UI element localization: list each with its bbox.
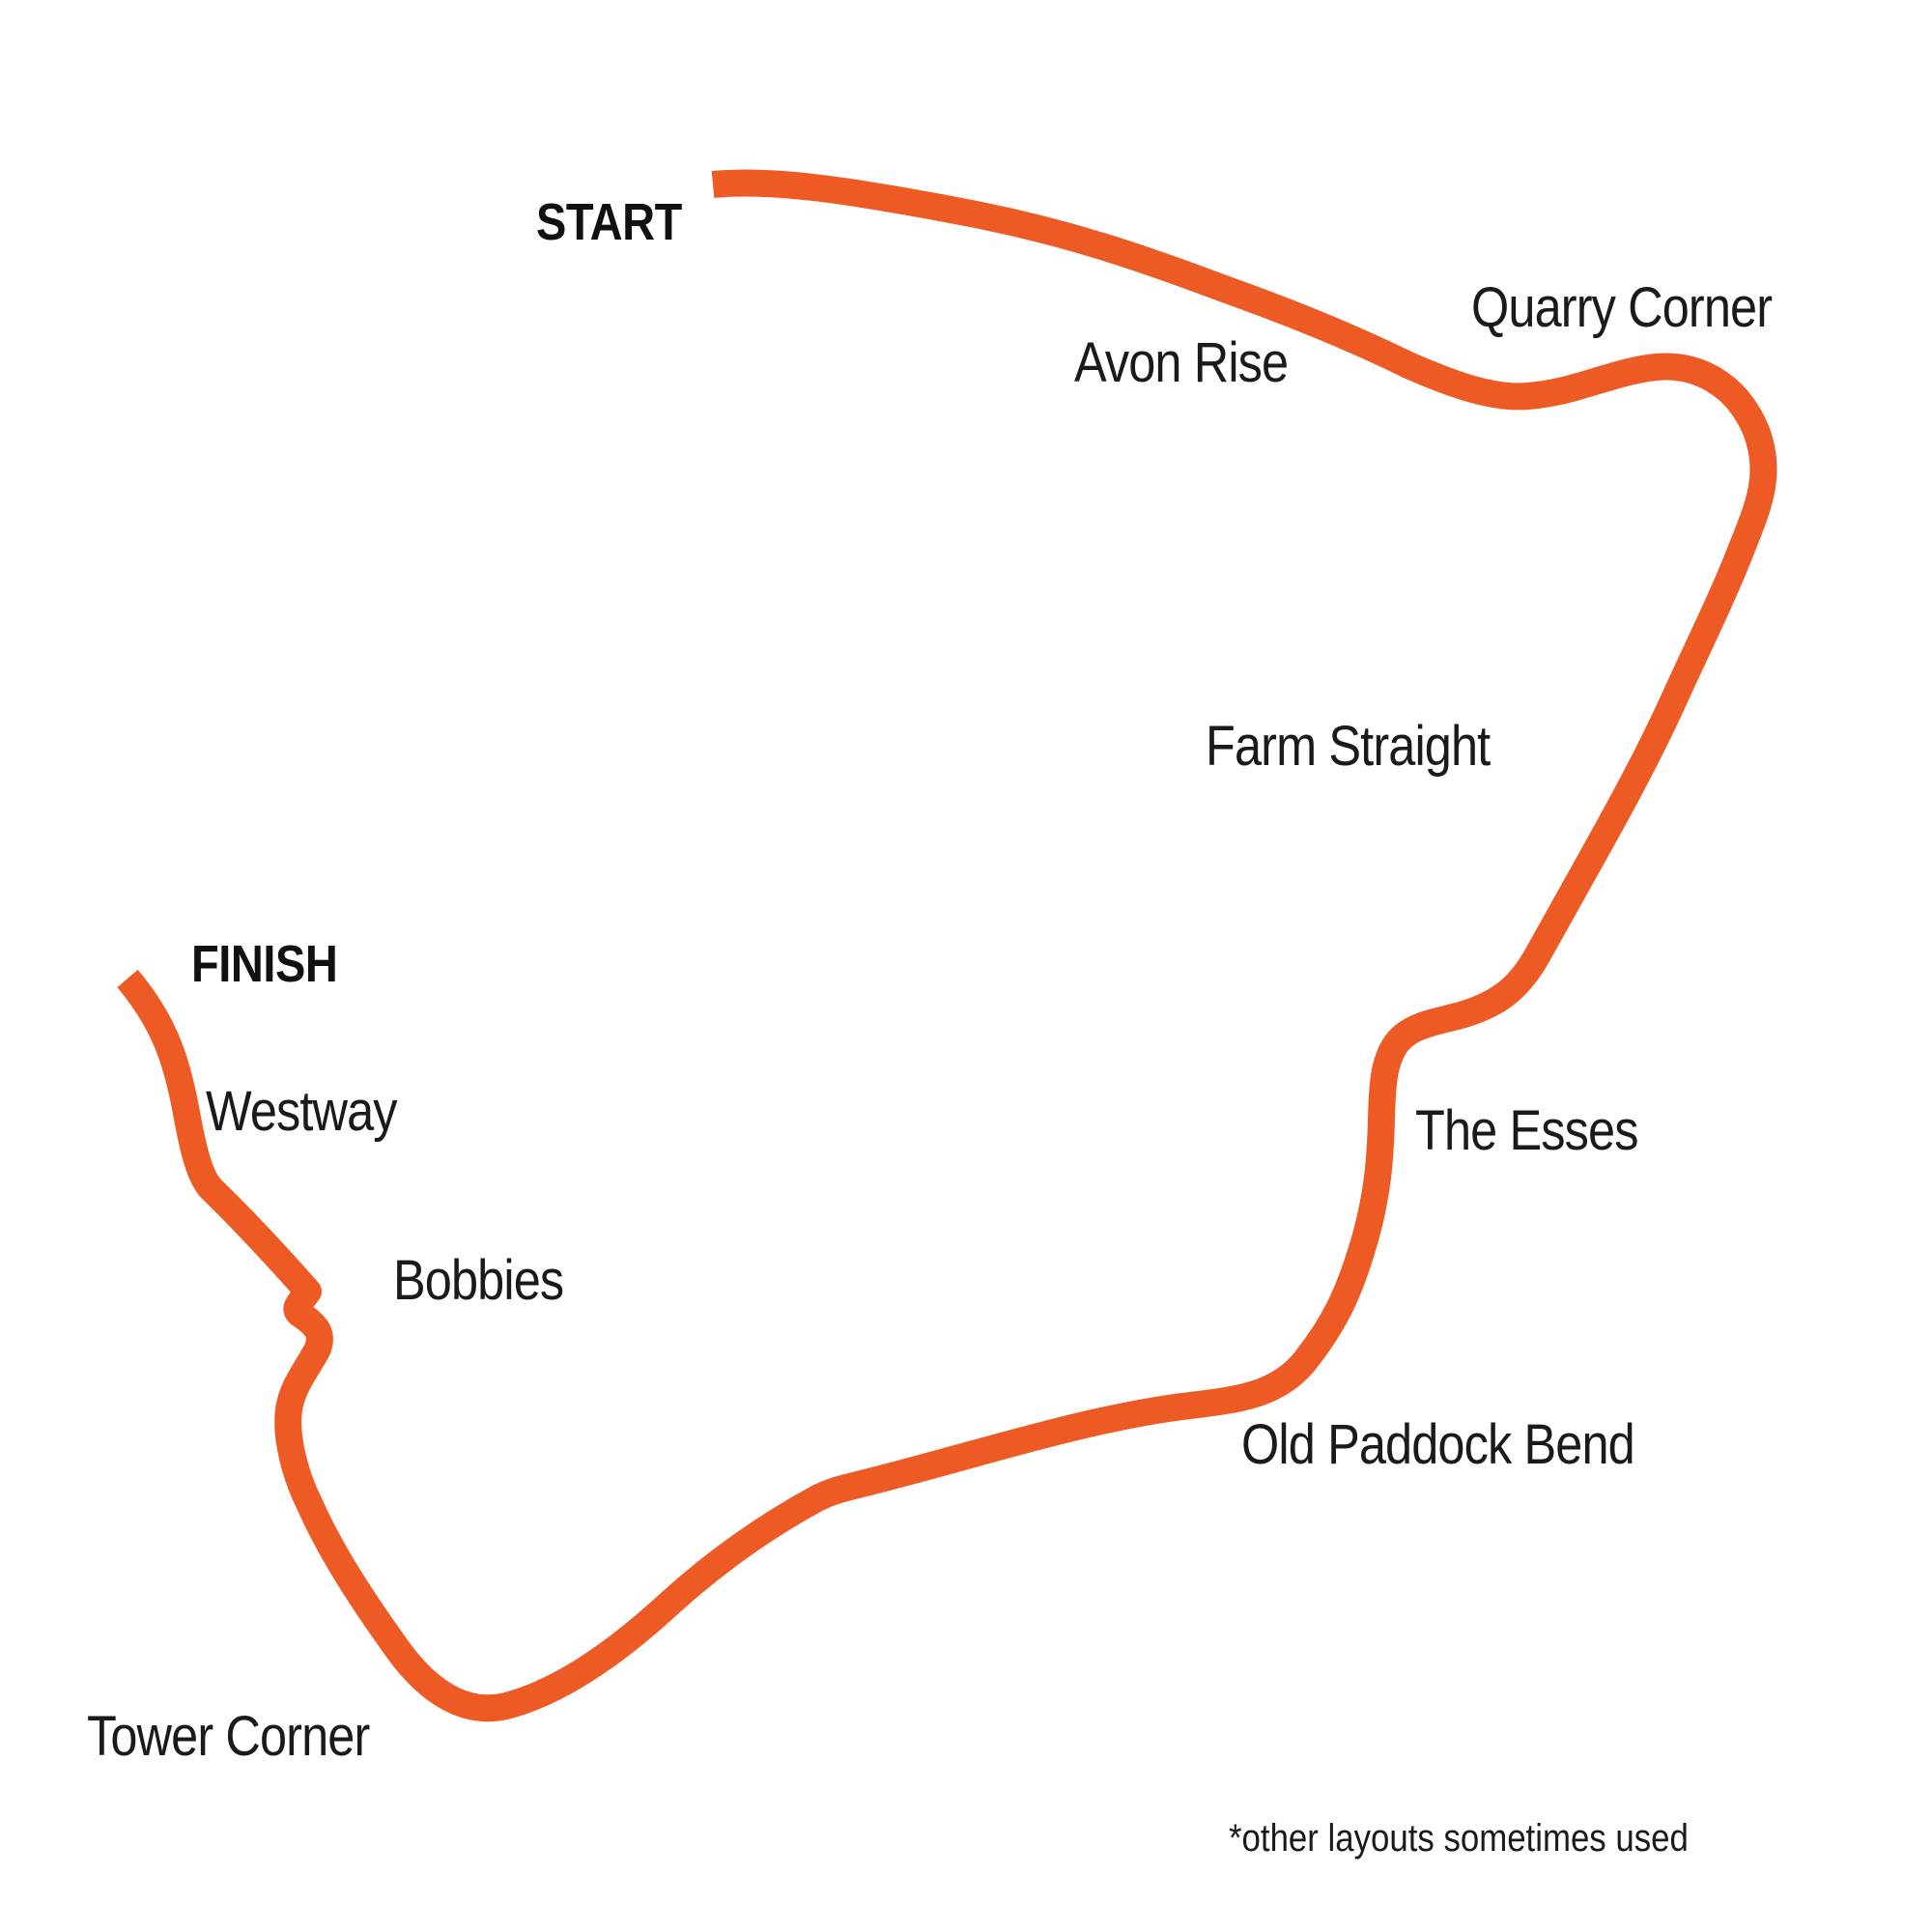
- corner-label-bobbies: Bobbies: [393, 1249, 564, 1312]
- corner-label-westway: Westway: [206, 1080, 398, 1143]
- layouts-footnote: *other layouts sometimes used: [1229, 1817, 1689, 1860]
- corner-label-farm-straight: Farm Straight: [1206, 715, 1491, 778]
- corner-label-old-paddock-bend: Old Paddock Bend: [1241, 1413, 1635, 1476]
- corner-label-quarry-corner: Quarry Corner: [1471, 276, 1773, 339]
- race-track-path: [117, 169, 1777, 1722]
- corner-label-the-esses: The Esses: [1415, 1099, 1638, 1162]
- corner-label-tower-corner: Tower Corner: [87, 1705, 370, 1768]
- corner-label-avon-rise: Avon Rise: [1074, 331, 1289, 394]
- start-label: START: [536, 193, 682, 251]
- finish-label: FINISH: [191, 935, 338, 993]
